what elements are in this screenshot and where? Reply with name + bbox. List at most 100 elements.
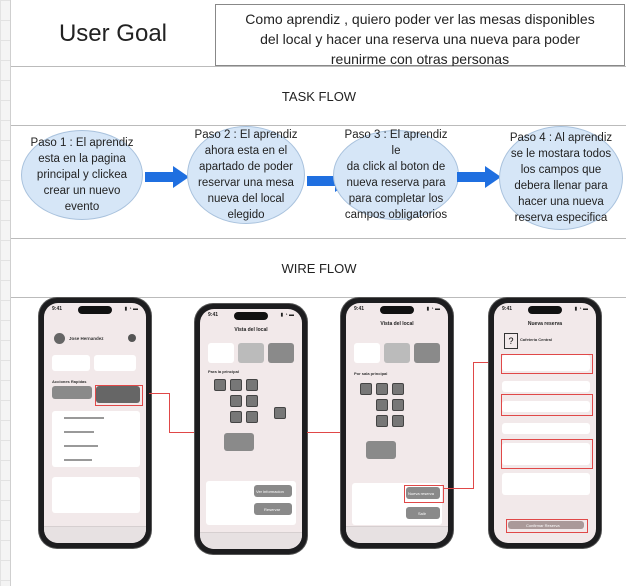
step-line: campos obligatorios xyxy=(344,209,448,221)
status-time: 9:41 xyxy=(502,306,513,312)
step-line: los campos que xyxy=(520,164,602,176)
task-flow-header: TASK FLOW xyxy=(11,66,626,126)
filter-card[interactable] xyxy=(208,343,234,363)
flow-arrow-icon xyxy=(145,166,189,188)
bottom-nav xyxy=(346,526,448,543)
filter-card[interactable] xyxy=(414,343,440,363)
screen-title: Vista del local xyxy=(380,321,414,327)
form-field[interactable] xyxy=(502,443,590,465)
step-line: Paso 4 : Al aprendiz xyxy=(509,132,613,144)
section-label: Para la principal xyxy=(208,369,239,374)
form-field[interactable] xyxy=(502,355,590,371)
step-line: elegido xyxy=(227,209,265,221)
info-button-label: Ver informacion xyxy=(256,489,284,494)
list-line xyxy=(64,445,98,447)
user-goal-line: Como aprendiz , quiero poder ver las mes… xyxy=(245,11,595,27)
task-step-1: Paso 1 : El aprendiz esta en la pagina p… xyxy=(21,130,143,220)
phone-screen: 9:41 ▮ ◔ ▬ Vista del local Para la princ… xyxy=(200,309,302,549)
info-button[interactable] xyxy=(254,485,292,497)
phone-notch xyxy=(78,306,112,314)
big-table-icon[interactable] xyxy=(366,441,396,459)
confirm-button-label: Confirmar Reserva xyxy=(526,523,560,528)
table-icon[interactable] xyxy=(392,399,404,411)
filter-card[interactable] xyxy=(268,343,294,363)
highlight-box xyxy=(95,385,143,406)
big-table-icon[interactable] xyxy=(224,433,254,451)
step-line: apartado de poder xyxy=(198,161,293,173)
filter-card[interactable] xyxy=(384,343,410,363)
table-icon[interactable] xyxy=(392,415,404,427)
highlight-box xyxy=(501,354,593,374)
table-icon[interactable] xyxy=(376,383,388,395)
create-event-button[interactable] xyxy=(96,386,140,403)
table-icon[interactable] xyxy=(246,379,258,391)
wireframe-local-view-screen: 9:41 ▮ ◔ ▬ Vista del local Para la princ… xyxy=(195,304,307,554)
filter-card[interactable] xyxy=(354,343,380,363)
step-line: debera llenar para xyxy=(514,180,608,192)
step-line: nueva del local xyxy=(207,193,285,205)
status-time: 9:41 xyxy=(208,312,219,318)
bottom-nav xyxy=(200,532,302,549)
step-line: se le mostara todos xyxy=(510,148,612,160)
user-goal-statement: Como aprendiz , quiero poder ver las mes… xyxy=(215,4,625,67)
step-line: da click al boton de xyxy=(346,161,446,173)
form-field[interactable] xyxy=(502,381,590,392)
form-field[interactable] xyxy=(502,423,590,434)
help-icon: ? xyxy=(504,333,518,349)
highlight-box xyxy=(404,485,444,503)
user-goal-title: User Goal xyxy=(58,20,168,47)
phone-screen: 9:41 ▮ ◔ ▬ Nueva reserva ? Cafeteria Cen… xyxy=(494,303,596,543)
table-icon[interactable] xyxy=(360,383,372,395)
step-line: principal y clickea xyxy=(36,169,128,181)
exit-button[interactable] xyxy=(406,507,440,519)
status-time: 9:41 xyxy=(354,306,365,312)
table-icon[interactable] xyxy=(392,383,404,395)
reserve-button-label: Reservar xyxy=(264,507,281,512)
table-icon[interactable] xyxy=(246,395,258,407)
wire-connector xyxy=(443,488,473,489)
bottom-nav xyxy=(44,526,146,543)
table-icon[interactable] xyxy=(214,379,226,391)
phone-screen: 9:41 ▮ ◔ ▬ Jose Hernandez Acciones Rapid… xyxy=(44,303,146,543)
table-icon[interactable] xyxy=(274,407,286,419)
task-flow-title: TASK FLOW xyxy=(281,88,357,104)
filter-card[interactable] xyxy=(238,343,264,363)
table-icon[interactable] xyxy=(376,399,388,411)
step-line: esta en la pagina xyxy=(38,153,126,165)
upcoming-list xyxy=(52,477,140,513)
step-line: ahora esta en el xyxy=(204,145,288,157)
phone-screen: 9:41 ▮ ◔ ▬ Vista del local Por sala prin… xyxy=(346,303,448,543)
action-button[interactable] xyxy=(52,386,92,399)
highlight-box xyxy=(501,439,593,469)
list-line xyxy=(64,417,104,419)
highlight-box xyxy=(506,519,588,533)
table-icon[interactable] xyxy=(230,395,242,407)
table-icon[interactable] xyxy=(246,411,258,423)
wire-flow-title: WIRE FLOW xyxy=(281,260,357,276)
wire-connector xyxy=(149,393,169,394)
bell-icon[interactable] xyxy=(128,334,136,342)
confirm-button[interactable] xyxy=(508,521,584,529)
wire-connector xyxy=(307,432,349,433)
quick-card[interactable] xyxy=(52,355,90,371)
highlight-box xyxy=(501,394,593,416)
event-list xyxy=(52,411,140,467)
new-reservation-label: Nueva reserva xyxy=(408,491,435,496)
reserve-button[interactable] xyxy=(254,503,292,515)
new-reservation-button[interactable] xyxy=(406,487,440,499)
avatar xyxy=(54,333,65,344)
form-field[interactable] xyxy=(502,401,590,412)
quick-card[interactable] xyxy=(94,355,136,371)
status-time: 9:41 xyxy=(52,306,63,312)
list-line xyxy=(64,459,92,461)
form-field[interactable] xyxy=(502,473,590,495)
phone-notch xyxy=(234,312,268,320)
wireframe-new-reservation-trigger-screen: 9:41 ▮ ◔ ▬ Vista del local Por sala prin… xyxy=(341,298,453,548)
table-icon[interactable] xyxy=(230,411,242,423)
table-icon[interactable] xyxy=(376,415,388,427)
wire-flow-header: WIRE FLOW xyxy=(11,238,626,298)
place-name: Cafeteria Central xyxy=(520,337,553,342)
step-line: Paso 1 : El aprendiz xyxy=(30,137,134,149)
table-icon[interactable] xyxy=(230,379,242,391)
step-line: Paso 2 : El aprendiz xyxy=(194,129,298,141)
